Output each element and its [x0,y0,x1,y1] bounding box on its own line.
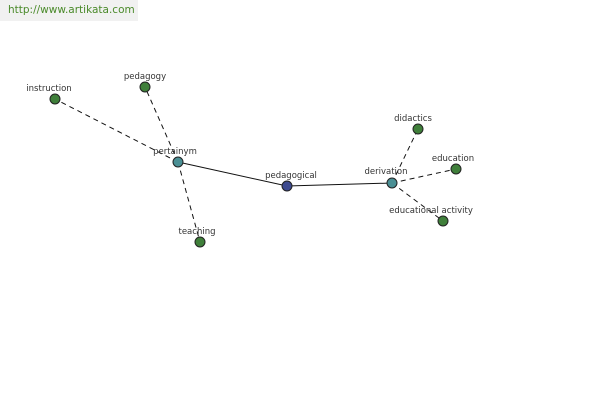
edge-pertainym-to-teaching [177,161,201,243]
edge-pertainym-to-pedagogy [144,86,179,163]
edge-pedagogical-to-pertainym [177,161,288,187]
node-label-didactics[interactable]: didactics [394,114,432,124]
nodes-layer: pedagogical pertainym derivation instructio… [26,72,474,248]
edge-derivation-to-educational-activity [391,182,444,222]
site-url-link[interactable]: http://www.artikata.com [0,0,138,21]
node-label-derivation[interactable]: derivation [364,167,407,177]
node-didactics[interactable]: didactics [394,114,432,135]
edge-derivation-to-education [391,168,457,184]
node-dot-education[interactable] [450,163,462,175]
node-label-educational-activity[interactable]: educational activity [389,206,473,216]
node-label-teaching[interactable]: teaching [179,227,216,237]
node-educational-activity[interactable]: educational activity [389,206,473,227]
node-label-education[interactable]: education [432,154,474,164]
node-label-instruction[interactable]: instruction [26,84,71,94]
node-dot-didactics[interactable] [412,123,424,135]
node-education[interactable]: education [432,154,474,175]
node-dot-pertainym[interactable] [172,156,184,168]
node-derivation[interactable]: derivation [364,167,408,189]
edges-layer [54,86,457,243]
node-teaching[interactable]: teaching [179,227,216,248]
node-dot-pedagogy[interactable] [139,81,151,93]
node-label-pedagogical[interactable]: pedagogical [265,171,317,181]
edge-pedagogical-to-derivation [286,182,393,187]
node-dot-instruction[interactable] [49,93,61,105]
node-pertainym[interactable]: pertainym [153,147,197,168]
node-dot-teaching[interactable] [194,236,206,248]
edge-derivation-to-didactics [391,128,419,184]
node-pedagogical[interactable]: pedagogical [265,171,317,192]
node-dot-educational-activity[interactable] [437,215,449,227]
node-label-pedagogy[interactable]: pedagogy [124,72,166,82]
node-label-pertainym[interactable]: pertainym [153,147,197,157]
node-dot-derivation[interactable] [386,177,398,189]
node-pedagogy[interactable]: pedagogy [124,72,166,93]
node-dot-pedagogical[interactable] [281,180,293,192]
node-instruction[interactable]: instruction [26,84,72,105]
